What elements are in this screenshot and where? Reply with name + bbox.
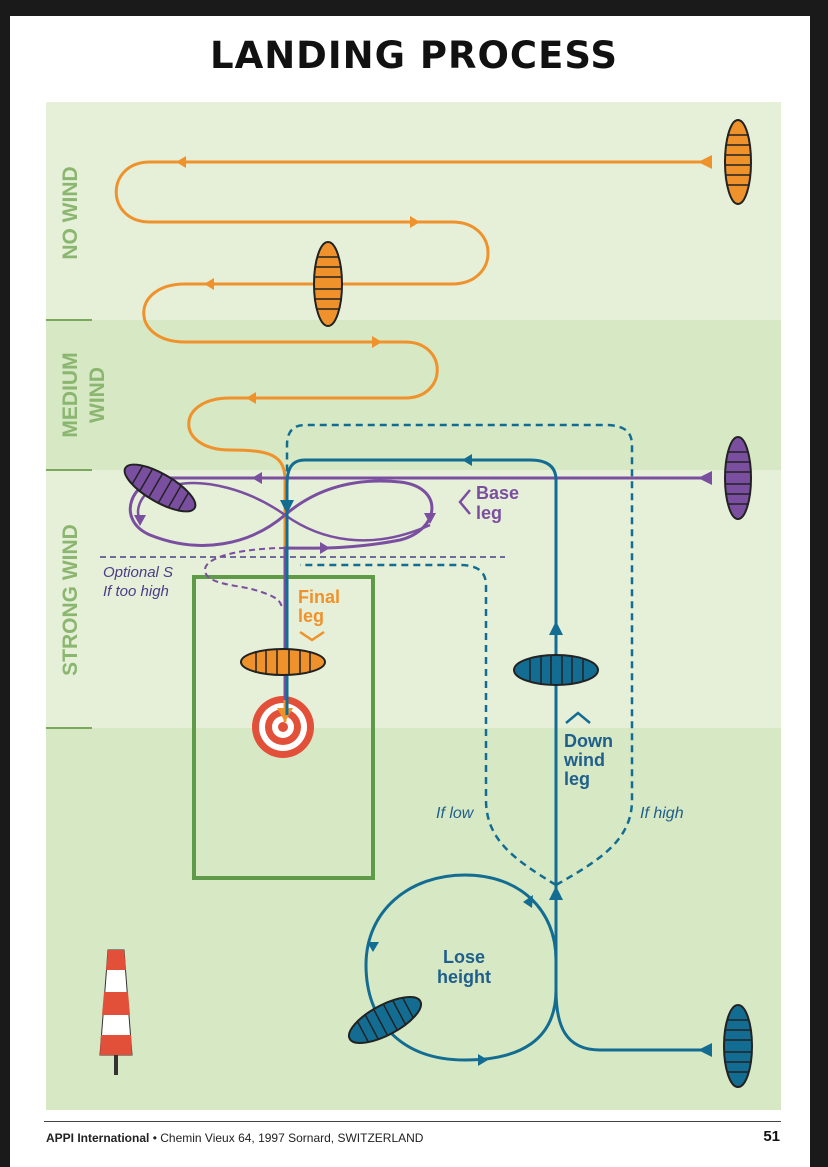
- glider-orange-middle: [313, 241, 343, 327]
- base-leg-label-2: leg: [476, 503, 502, 523]
- glider-purple-right: [724, 436, 752, 520]
- zone-strong-wind: [46, 470, 781, 728]
- glider-purple-left: [123, 463, 197, 513]
- purple-arrows: [134, 471, 712, 554]
- glider-blue-right: [723, 1004, 753, 1088]
- page-number: 51: [763, 1128, 780, 1145]
- orange-approach-path: [114, 160, 712, 722]
- footer-divider: [44, 1121, 781, 1122]
- glider-orange-final: [240, 648, 326, 676]
- glider-blue-circle: [347, 996, 423, 1044]
- down-wind-label-3: leg: [564, 769, 590, 789]
- windsock-icon: [99, 949, 133, 1075]
- final-leg-label-2: leg: [298, 606, 324, 626]
- purple-approach-path: [128, 476, 712, 700]
- optional-s-label-2: If too high: [103, 583, 169, 600]
- down-wind-label-1: Down: [564, 731, 613, 751]
- optional-s-label-1: Optional S: [103, 564, 173, 581]
- landing-target: [252, 696, 314, 758]
- footer: APPI International • Chemin Vieux 64, 19…: [46, 1131, 423, 1145]
- orange-arrows: [176, 155, 712, 722]
- final-leg-label-1: Final: [298, 587, 340, 607]
- lose-height-label-2: height: [437, 967, 491, 987]
- base-leg-label-1: Base: [476, 483, 519, 503]
- base-leg-caret: [458, 489, 471, 515]
- zone-label-medium-wind-2: WIND: [86, 367, 109, 423]
- footer-separator: •: [152, 1131, 161, 1145]
- down-wind-label-2: wind: [563, 750, 605, 770]
- glider-orange-top: [724, 119, 752, 205]
- glider-blue-downwind: [513, 654, 599, 686]
- blue-arrows: [280, 454, 712, 1066]
- purple-optional-s: [203, 547, 286, 611]
- blue-if-high-path: [285, 423, 634, 887]
- blue-if-low-path: [300, 563, 557, 887]
- lose-height-label-1: Lose: [443, 947, 485, 967]
- blue-downwind-leg: [285, 458, 712, 1052]
- if-high-label: If high: [640, 805, 684, 822]
- zone-bottom: [46, 728, 781, 1110]
- footer-address: Chemin Vieux 64, 1997 Sornard, SWITZERLA…: [160, 1131, 424, 1145]
- if-low-label: If low: [436, 805, 475, 822]
- page-title: LANDING PROCESS: [210, 34, 618, 77]
- blue-lose-height-circle: [364, 873, 558, 1062]
- final-leg-caret: [299, 630, 325, 642]
- footer-org: APPI International: [46, 1131, 150, 1145]
- zone-medium-wind: [46, 320, 781, 470]
- zone-label-medium-wind-1: MEDIUM: [59, 352, 82, 437]
- zone-no-wind: [46, 102, 781, 320]
- down-wind-caret: [565, 711, 591, 724]
- zone-label-no-wind: NO WIND: [59, 166, 82, 259]
- zone-label-strong-wind: STRONG WIND: [59, 524, 82, 676]
- purple-cross-path-2: [284, 513, 431, 542]
